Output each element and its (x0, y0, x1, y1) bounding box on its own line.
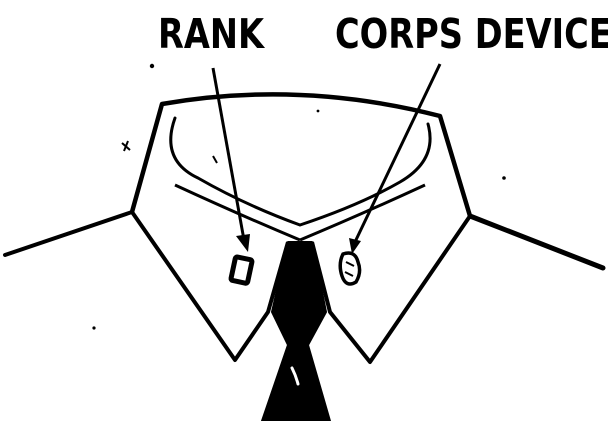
left-shoulder-line (5, 212, 132, 255)
right-shoulder-line (470, 216, 603, 268)
speck (122, 141, 130, 151)
left-collar-fold (175, 185, 300, 240)
rank-insignia (231, 257, 253, 284)
inner-neckline (171, 118, 430, 225)
speck (92, 326, 95, 329)
rank-label: RANK (158, 14, 264, 55)
right-collar-point (312, 216, 470, 362)
left-collar-point (132, 212, 288, 360)
speck (213, 156, 217, 163)
corps-device-label: CORPS DEVICE (335, 14, 608, 55)
collar-band (132, 94, 470, 216)
speck (502, 176, 506, 180)
speck (150, 64, 154, 68)
speck (317, 110, 320, 113)
corps-device (340, 253, 359, 284)
rank-arrowhead (236, 234, 250, 252)
right-collar-fold (300, 185, 425, 240)
